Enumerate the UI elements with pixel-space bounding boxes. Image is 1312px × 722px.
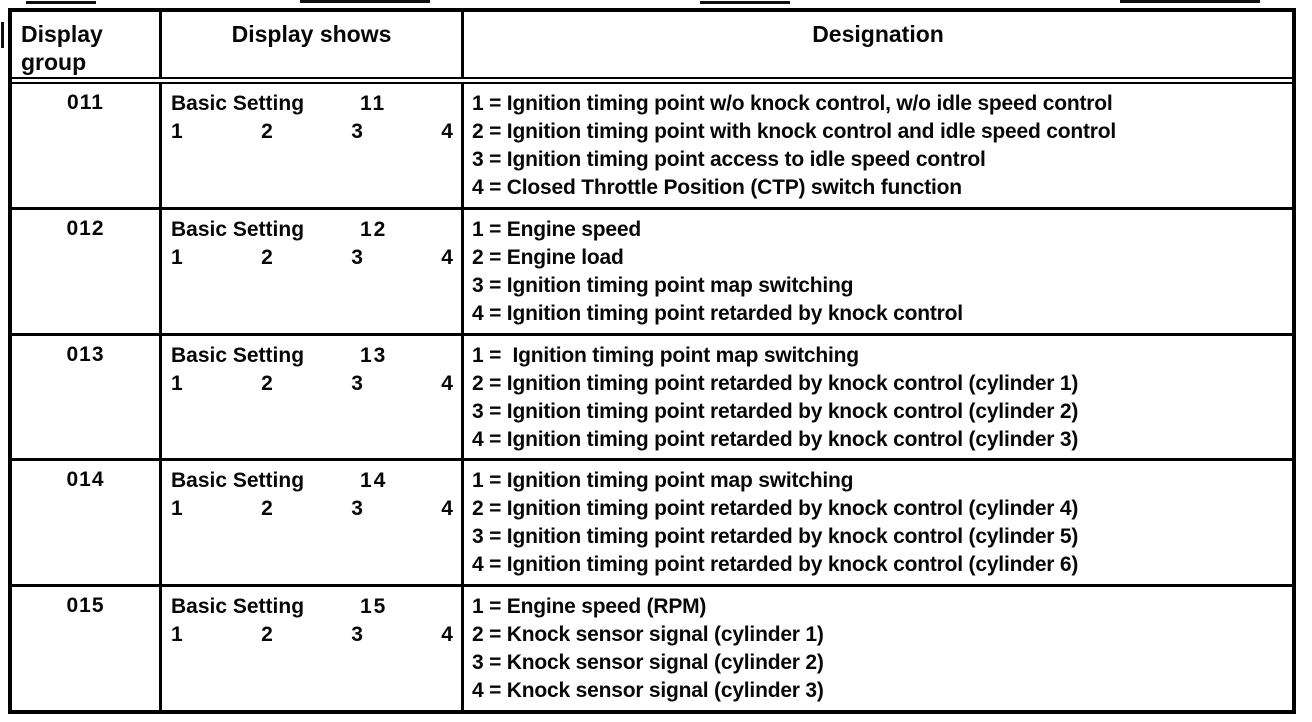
- designation-cell: 1 = Ignition timing point w/o knock cont…: [464, 84, 1292, 207]
- designation-cell: 1 = Engine speed 2 = Engine load 3 = Ign…: [464, 210, 1292, 333]
- designation-cell: 1 = Ignition timing point map switching …: [464, 336, 1292, 459]
- position-digit: 4: [441, 623, 453, 647]
- table-header-row: Display group Display shows Designation: [12, 12, 1292, 84]
- scan-artifact: [26, 1, 96, 4]
- designation-line: 3 = Ignition timing point retarded by kn…: [472, 399, 1079, 423]
- position-digit: 1: [171, 120, 183, 143]
- table-row-015: 015 Basic Setting 15 1 2 3 4 1 = Engine s…: [12, 587, 1292, 710]
- designation-line: 2 = Ignition timing point with knock con…: [472, 120, 1117, 143]
- scan-artifact: [1, 22, 4, 48]
- display-shows-cell: Basic Setting 15 1 2 3 4: [162, 587, 464, 710]
- position-digit: 4: [441, 371, 453, 395]
- position-digit: 4: [441, 120, 453, 143]
- position-digit: 1: [171, 245, 183, 269]
- position-digit: 2: [261, 371, 273, 395]
- header-designation: Designation: [812, 21, 944, 47]
- display-shows-line1: Basic Setting 12: [171, 216, 453, 244]
- header-display-group: Display group: [12, 12, 162, 77]
- basic-setting-label: Basic Setting: [171, 595, 305, 619]
- designation-line: 4 = Ignition timing point retarded by kn…: [472, 301, 963, 325]
- display-positions: 1 2 3 4: [171, 118, 453, 146]
- designation-line: 4 = Ignition timing point retarded by kn…: [472, 553, 1079, 577]
- setting-number: 13: [360, 343, 388, 367]
- position-digit: 3: [351, 371, 363, 395]
- position-digit: 1: [171, 497, 183, 521]
- display-group-table: Display group Display shows Designation …: [8, 8, 1296, 714]
- designation-line: 1 = Ignition timing point map switching: [472, 343, 859, 367]
- display-shows-cell: Basic Setting 11 1 2 3 4: [162, 84, 464, 207]
- table-row-011: 011 Basic Setting 11 1 2 3 4 1 = Ignition…: [12, 84, 1292, 210]
- setting-number: 15: [360, 595, 388, 619]
- display-shows-line1: Basic Setting 11: [171, 90, 453, 118]
- designation-line: 4 = Ignition timing point retarded by kn…: [472, 427, 1079, 451]
- display-shows-line1: Basic Setting 15: [171, 593, 453, 621]
- basic-setting-label: Basic Setting: [171, 343, 305, 367]
- display-group-value: 013: [12, 335, 162, 459]
- position-digit: 3: [351, 623, 363, 647]
- position-digit: 3: [351, 497, 363, 521]
- position-digit: 2: [261, 120, 273, 143]
- designation-line: 1 = Ignition timing point w/o knock cont…: [472, 92, 1113, 115]
- basic-setting-label: Basic Setting: [171, 217, 305, 241]
- position-digit: 2: [261, 623, 273, 647]
- scan-artifact: [1120, 0, 1260, 3]
- scan-artifact: [300, 0, 430, 3]
- display-positions: 1 2 3 4: [171, 621, 453, 649]
- position-digit: 4: [441, 245, 453, 269]
- designation-line: 1 = Engine speed (RPM): [472, 595, 707, 619]
- designation-line: 4 = Closed Throttle Position (CTP) switc…: [472, 176, 962, 199]
- designation-line: 3 = Knock sensor signal (cylinder 2): [472, 651, 824, 675]
- designation-line: 1 = Engine speed: [472, 217, 641, 241]
- position-digit: 1: [171, 371, 183, 395]
- designation-line: 2 = Knock sensor signal (cylinder 1): [472, 623, 824, 647]
- position-digit: 3: [351, 245, 363, 269]
- designation-line: 2 = Engine load: [472, 245, 624, 269]
- designation-line: 4 = Knock sensor signal (cylinder 3): [472, 679, 824, 703]
- display-shows-line1: Basic Setting 14: [171, 467, 453, 495]
- designation-cell: 1 = Engine speed (RPM) 2 = Knock sensor …: [464, 587, 1292, 710]
- position-digit: 4: [441, 497, 453, 521]
- position-digit: 3: [351, 120, 363, 143]
- setting-number: 14: [360, 469, 388, 493]
- scan-artifact: [700, 1, 790, 4]
- position-digit: 1: [171, 623, 183, 647]
- setting-number: 12: [360, 217, 388, 241]
- setting-number: 11: [360, 92, 387, 115]
- designation-cell: 1 = Ignition timing point map switching …: [464, 461, 1292, 584]
- display-group-value: 011: [12, 84, 162, 207]
- basic-setting-label: Basic Setting: [171, 469, 305, 493]
- position-digit: 2: [261, 497, 273, 521]
- display-shows-line1: Basic Setting 13: [171, 342, 453, 370]
- designation-line: 2 = Ignition timing point retarded by kn…: [472, 497, 1079, 521]
- display-group-value: 014: [12, 461, 162, 585]
- basic-setting-label: Basic Setting: [171, 92, 305, 115]
- display-positions: 1 2 3 4: [171, 495, 453, 523]
- display-positions: 1 2 3 4: [171, 370, 453, 398]
- designation-line: 3 = Ignition timing point retarded by kn…: [472, 525, 1079, 549]
- designation-line: 3 = Ignition timing point access to idle…: [472, 148, 986, 171]
- header-display-shows: Display shows: [162, 12, 464, 77]
- position-digit: 2: [261, 245, 273, 269]
- display-group-value: 015: [12, 587, 162, 710]
- designation-line: 3 = Ignition timing point map switching: [472, 273, 854, 297]
- designation-line: 1 = Ignition timing point map switching: [472, 469, 854, 493]
- designation-line: 2 = Ignition timing point retarded by kn…: [472, 371, 1079, 395]
- display-group-value: 012: [12, 209, 162, 333]
- display-positions: 1 2 3 4: [171, 244, 453, 272]
